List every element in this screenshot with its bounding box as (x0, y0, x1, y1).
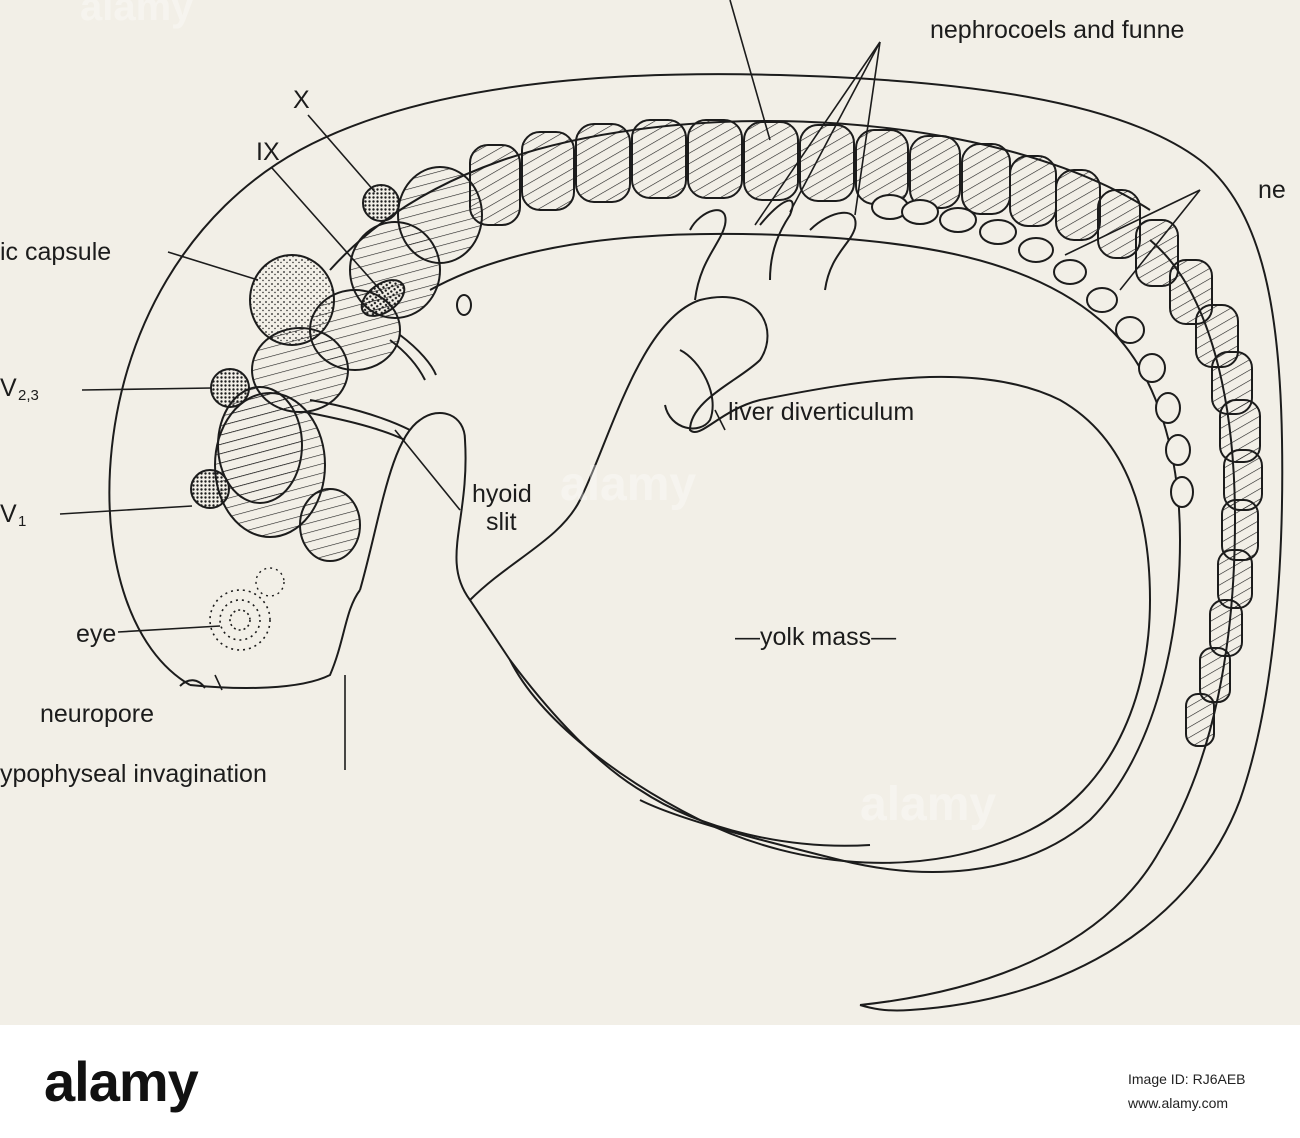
liver-diverticulum (664, 349, 714, 430)
diagram-canvas: alamy alamy alamy X IX ic capsule V 2,3 … (0, 0, 1286, 1012)
yolk-lower-curve (509, 659, 871, 847)
pharynx-outline (359, 411, 471, 601)
body-outline (108, 73, 1284, 1012)
stock-footer: alamy Image ID: RJ6AEB www.alamy.com (0, 1025, 1300, 1138)
tail-edge (859, 239, 1237, 1006)
gill-slits (304, 294, 472, 441)
head-front (189, 589, 361, 689)
label-v1: V (0, 500, 17, 528)
ganglion-v23 (210, 368, 250, 408)
label-x: X (293, 86, 310, 114)
nephrocoel-funnels (689, 199, 857, 301)
label-hyoid: hyoid (472, 480, 532, 508)
watermark: alamy (80, 0, 194, 29)
footer-url: www.alamy.com (1128, 1095, 1229, 1111)
embryo-diagram: alamy alamy alamy X IX ic capsule V 2,3 … (0, 0, 1300, 1025)
head-mesoderm (214, 392, 361, 562)
gut-dorsal-line (429, 232, 1182, 873)
label-liver-diverticulum: liver diverticulum (728, 398, 914, 426)
label-slit: slit (486, 508, 517, 536)
label-hypophyseal: ypophyseal invagination (0, 760, 267, 788)
otic-capsule (249, 254, 335, 346)
ganglion-x (362, 184, 400, 222)
label-ix: IX (256, 138, 280, 166)
yolk-outline (468, 296, 1152, 864)
watermark: alamy (560, 458, 696, 511)
leader-lines (59, 0, 1201, 770)
label-v23-sub: 2,3 (18, 387, 39, 404)
ganglion-ix (360, 279, 406, 317)
eye-primordium (209, 567, 285, 651)
label-otic-capsule: ic capsule (0, 238, 111, 266)
alamy-logo: alamy (44, 1050, 199, 1113)
label-v1-sub: 1 (18, 513, 26, 530)
label-eye: eye (76, 620, 116, 648)
neuropore-notch (179, 679, 206, 689)
label-neuropore: neuropore (40, 700, 154, 728)
ganglia (190, 184, 406, 509)
watermark: alamy (860, 778, 996, 831)
nephrotomes (871, 194, 1194, 508)
somites (217, 119, 1263, 747)
label-nephrocoels: nephrocoels and funne (930, 16, 1184, 44)
label-ne: ne (1258, 176, 1286, 204)
label-yolk-mass: —yolk mass— (735, 623, 896, 651)
label-v23: V (0, 374, 17, 402)
image-id: Image ID: RJ6AEB (1128, 1071, 1246, 1087)
ganglion-v1 (190, 469, 230, 509)
